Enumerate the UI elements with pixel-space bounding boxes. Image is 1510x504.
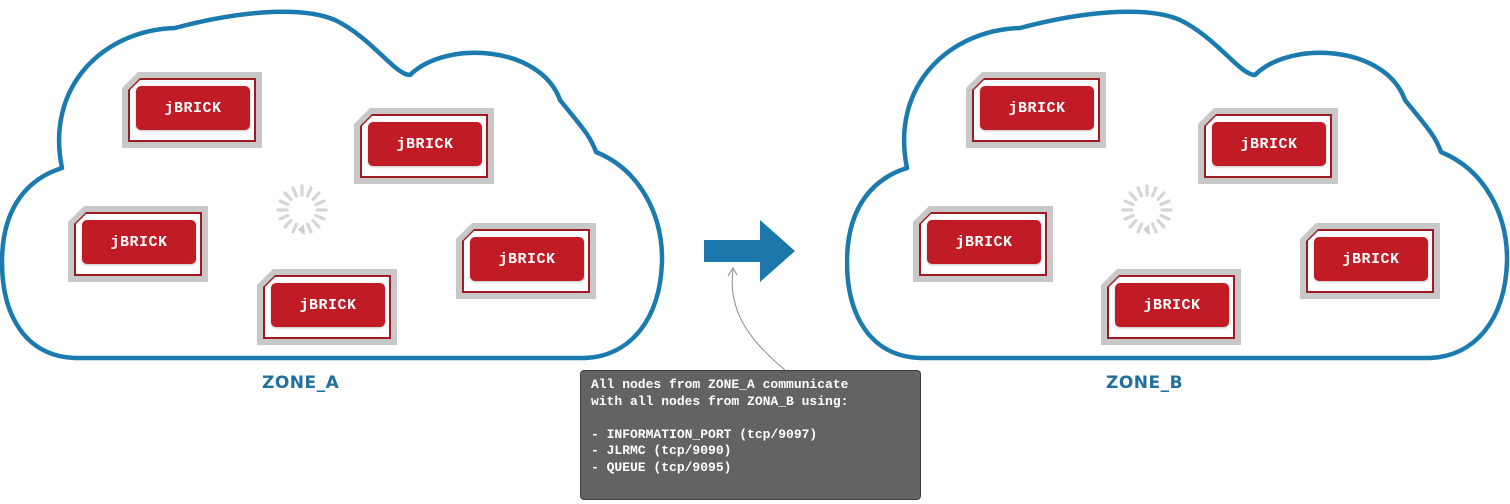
note-line: with all nodes from ZONA_B using: [591, 393, 849, 409]
cloud-outline [845, 9, 1510, 361]
note-line: - INFORMATION_PORT (tcp/9097) [591, 426, 818, 442]
note-line [591, 410, 910, 427]
jbrick-label: jBRICK [1115, 283, 1229, 327]
zone-b: jBRICK jBRICK jBRICK jBRICK jBRICK ZONE_… [845, 0, 1510, 504]
sync-spinner-icon [1121, 184, 1173, 235]
note-line: All nodes from ZONE_A communicate [591, 377, 849, 392]
jbrick-label: jBRICK [1314, 237, 1428, 281]
jbrick-node: jBRICK [1300, 223, 1440, 299]
jbrick-node: jBRICK [122, 72, 262, 148]
jbrick-node: jBRICK [1101, 269, 1241, 345]
jbrick-label: jBRICK [1212, 122, 1326, 166]
jbrick-label: jBRICK [271, 283, 385, 327]
jbrick-node: jBRICK [257, 269, 397, 345]
zone-a: jBRICK jBRICK jBRICK jBRICK jBRICK ZONE_… [0, 0, 670, 504]
zone-b-label: ZONE_B [1106, 373, 1184, 393]
jbrick-node: jBRICK [354, 108, 494, 184]
right-arrow-icon [704, 220, 795, 282]
note-line: - JLRMC (tcp/9090) [591, 443, 732, 458]
jbrick-node: jBRICK [966, 72, 1106, 148]
jbrick-node: jBRICK [456, 223, 596, 299]
jbrick-label: jBRICK [470, 237, 584, 281]
jbrick-label: jBRICK [82, 220, 196, 264]
jbrick-label: jBRICK [368, 122, 482, 166]
info-note: All nodes from ZONE_A communicate with a… [580, 370, 921, 500]
cloud-outline [0, 9, 665, 361]
jbrick-node: jBRICK [1198, 108, 1338, 184]
sync-spinner-icon [276, 184, 328, 235]
note-line: - QUEUE (tcp/9095) [591, 459, 732, 475]
jbrick-label: jBRICK [136, 86, 250, 130]
jbrick-label: jBRICK [927, 220, 1041, 264]
jbrick-label: jBRICK [980, 86, 1094, 130]
jbrick-node: jBRICK [913, 206, 1053, 282]
zone-a-label: ZONE_A [262, 373, 340, 393]
jbrick-node: jBRICK [68, 206, 208, 282]
callout-connector [727, 267, 786, 371]
